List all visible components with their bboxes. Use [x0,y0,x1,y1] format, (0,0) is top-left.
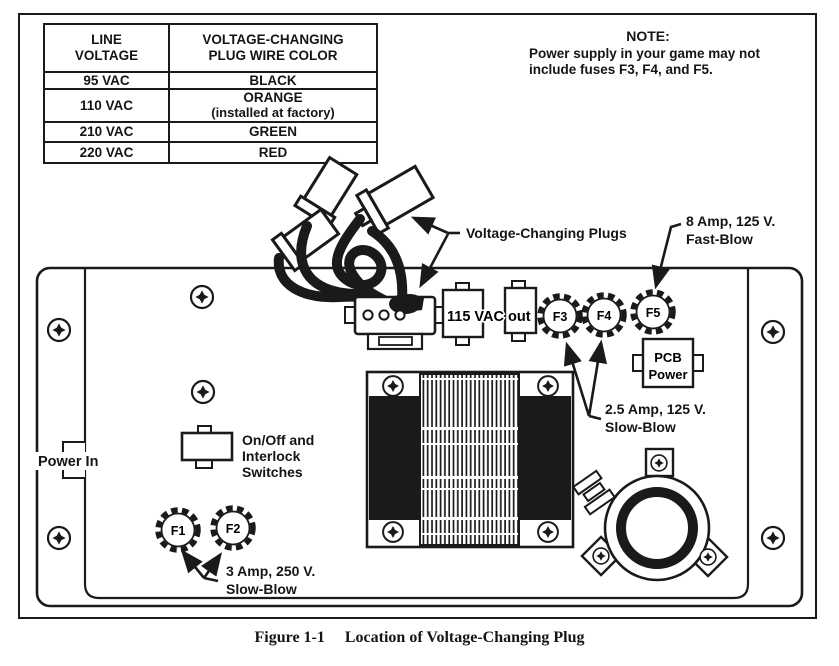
note-block: NOTE: Power supply in your game may not … [529,28,787,78]
f5-rating-label: Fast-Blow [686,231,753,247]
table-cell-color: RED [168,141,376,162]
arrow-to-f2 [200,552,223,579]
screw-icon [382,521,404,543]
table-cell-color: BLACK [168,71,376,88]
transformer [365,370,575,549]
note-line: Power supply in your game may not [529,46,761,61]
table-row: 210 VAC [45,121,168,141]
f34-rating-label: 2.5 Amp, 125 V. [605,401,706,417]
pcb-power-connector: PCB Power [632,337,704,389]
table-cell-color: ORANGE (installed at factory) [168,88,376,121]
onoff-interlock-switch [180,425,234,469]
arrow-to-plugs [410,216,449,235]
table-row: 95 VAC [45,71,168,88]
arrow-to-socket [419,233,450,289]
switch-label: Interlock [242,448,301,464]
table-row: 110 VAC [45,88,168,121]
screw-icon [382,375,404,397]
screw-icon [592,547,610,565]
table-header-wire-color: VOLTAGE-CHANGING PLUG WIRE COLOR [168,25,376,71]
table-cell-color: GREEN [168,121,376,141]
f12-rating-label: Slow-Blow [226,581,297,597]
fuses: F1 F2 F3 F4 F5 [158,292,673,550]
note-line: include fuses F3, F4, and F5. [529,62,713,77]
screw-icon [699,548,717,566]
screw-icon [190,379,216,405]
fuse-label: F5 [646,306,661,320]
note-heading: NOTE: [626,28,670,44]
pcb-power-label: Power [648,367,687,382]
screw-icon [760,525,786,551]
arrow-to-f5 [651,222,682,290]
arrow-to-f4 [587,339,608,417]
figure-title: Location of Voltage-Changing Plug [344,629,585,646]
screw-icon [46,525,72,551]
fuse-label: F1 [171,524,186,538]
fuse-label: F2 [226,522,241,536]
pcb-power-label: PCB [654,350,681,365]
screw-icon [46,317,72,343]
callout-arrows [180,216,682,583]
f12-rating-label: 3 Amp, 250 V. [226,563,315,579]
power-in-label: Power In [38,454,98,470]
screw-icon [537,521,559,543]
screw-icon [537,375,559,397]
screw-icon [189,284,215,310]
figure-number: Figure 1-1 [254,629,325,646]
table-row: 220 VAC [45,141,168,162]
screw-icon [760,319,786,345]
plugs-callout-label: Voltage-Changing Plugs [466,225,627,241]
fuse-label: F4 [597,309,612,323]
vac-out-connectors: 115 VAC out [441,280,538,346]
arrow-to-f3 [563,341,591,417]
voltage-plug-color-table: LINE VOLTAGE VOLTAGE-CHANGING PLUG WIRE … [43,23,378,164]
chassis-inner-panel [83,269,750,600]
figure-caption: Figure 1-1 Location of Voltage-Changing P… [0,629,839,647]
f5-rating-label: 8 Amp, 125 V. [686,213,775,229]
capacitor-terminals [571,469,617,516]
capacitor [571,447,729,582]
screw-icon [650,454,668,472]
fuse-label: F3 [553,310,568,324]
plug-socket [344,294,446,351]
table-header-line-voltage: LINE VOLTAGE [74,32,139,63]
f34-rating-label: Slow-Blow [605,419,676,435]
switch-label: On/Off and [242,432,314,448]
arrow-to-f1 [180,549,206,579]
switch-label: Switches [242,464,303,480]
vac-out-label: 115 VAC out [447,309,531,325]
